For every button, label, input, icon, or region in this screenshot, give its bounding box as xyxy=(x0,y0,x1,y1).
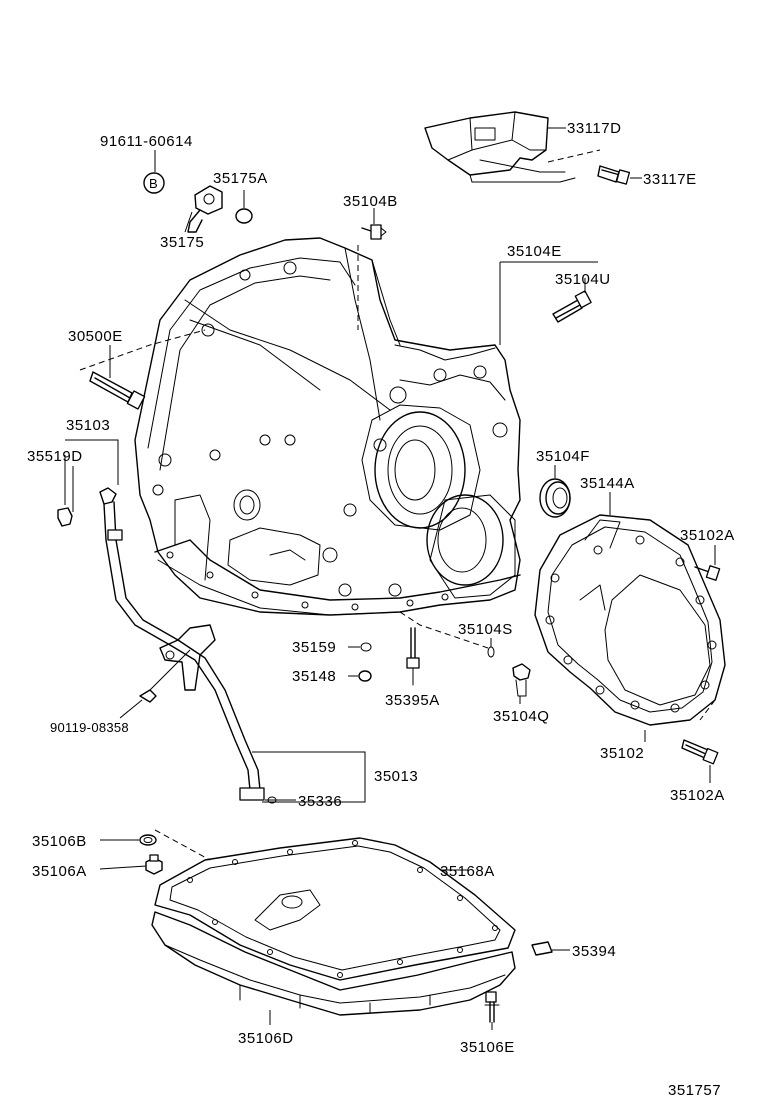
dipstick-35519d[interactable] xyxy=(57,507,73,527)
svg-text:B: B xyxy=(149,176,158,191)
bolt-33117e[interactable] xyxy=(597,165,631,185)
diagram-id-label: 351757 xyxy=(668,1082,721,1099)
bracket-35104e xyxy=(499,261,598,345)
oil-pan-gasket-35168a[interactable] xyxy=(154,837,516,981)
side-cover-35102[interactable] xyxy=(534,514,726,726)
clip-35394[interactable] xyxy=(531,941,553,956)
pin-35104s[interactable] xyxy=(487,646,495,658)
label-35013: 35013 xyxy=(374,768,418,785)
label-35106e: 35106E xyxy=(460,1039,515,1056)
label-35106b: 35106B xyxy=(32,833,87,850)
label-35336: 35336 xyxy=(298,793,342,810)
label-35175: 35175 xyxy=(160,234,204,251)
label-33117e: 33117E xyxy=(643,171,697,188)
label-35106d: 35106D xyxy=(238,1030,294,1047)
drain-plug-35106a[interactable] xyxy=(145,854,163,875)
label-35102a-top: 35102A xyxy=(680,527,735,544)
label-35148: 35148 xyxy=(292,668,336,685)
label-33117d: 33117D xyxy=(567,120,621,137)
label-35394: 35394 xyxy=(572,943,616,960)
label-90119-08358: 90119-08358 xyxy=(50,720,129,735)
transaxle-case xyxy=(134,237,521,616)
label-35395a: 35395A xyxy=(385,692,440,709)
speed-sensor-35175[interactable] xyxy=(187,185,223,233)
label-35144a: 35144A xyxy=(580,475,635,492)
label-35175a: 35175A xyxy=(213,170,268,187)
label-35159: 35159 xyxy=(292,639,336,656)
bolt-35102a-bottom[interactable] xyxy=(681,739,719,765)
plug-35104q[interactable] xyxy=(512,663,531,697)
label-91611-60614: 91611-60614 xyxy=(100,133,193,150)
heat-shield-33117d[interactable] xyxy=(424,111,576,183)
pin-35395a[interactable] xyxy=(406,627,420,686)
label-30500e: 30500E xyxy=(68,328,123,345)
label-35104e: 35104E xyxy=(507,243,562,260)
plug-35148[interactable] xyxy=(358,670,372,682)
leader-33117e-dash xyxy=(547,149,601,163)
label-35104f: 35104F xyxy=(536,448,590,465)
bolt-35104u[interactable] xyxy=(552,290,592,323)
label-35102: 35102 xyxy=(600,745,644,762)
plug-35159[interactable] xyxy=(360,642,372,652)
o-ring-35175a[interactable] xyxy=(235,208,253,224)
bracket-35013 xyxy=(252,751,366,803)
label-35104b: 35104B xyxy=(343,193,398,210)
label-35104s: 35104S xyxy=(458,621,513,638)
bolt-90119-08358[interactable] xyxy=(139,689,157,703)
bolt-35104b[interactable] xyxy=(361,224,387,240)
oil-seal-35104f[interactable] xyxy=(539,478,571,518)
bolt-30500e[interactable] xyxy=(89,371,146,410)
bracket-35103 xyxy=(65,439,119,485)
bolt-35102a-top[interactable] xyxy=(694,565,721,581)
label-35106a: 35106A xyxy=(32,863,87,880)
label-35102a-bottom: 35102A xyxy=(670,787,725,804)
label-35168a: 35168A xyxy=(440,863,495,880)
label-35104q: 35104Q xyxy=(493,708,549,725)
label-35519d: 35519D xyxy=(27,448,83,465)
plug-35106b[interactable] xyxy=(139,834,157,846)
label-35104u: 35104U xyxy=(555,271,611,288)
bolt-35106e[interactable] xyxy=(484,991,500,1023)
label-35103: 35103 xyxy=(66,417,110,434)
oil-pan-35106d[interactable] xyxy=(151,889,516,1016)
oil-filler-tube-35013[interactable] xyxy=(99,487,265,801)
callout-b-symbol: B xyxy=(143,172,165,194)
